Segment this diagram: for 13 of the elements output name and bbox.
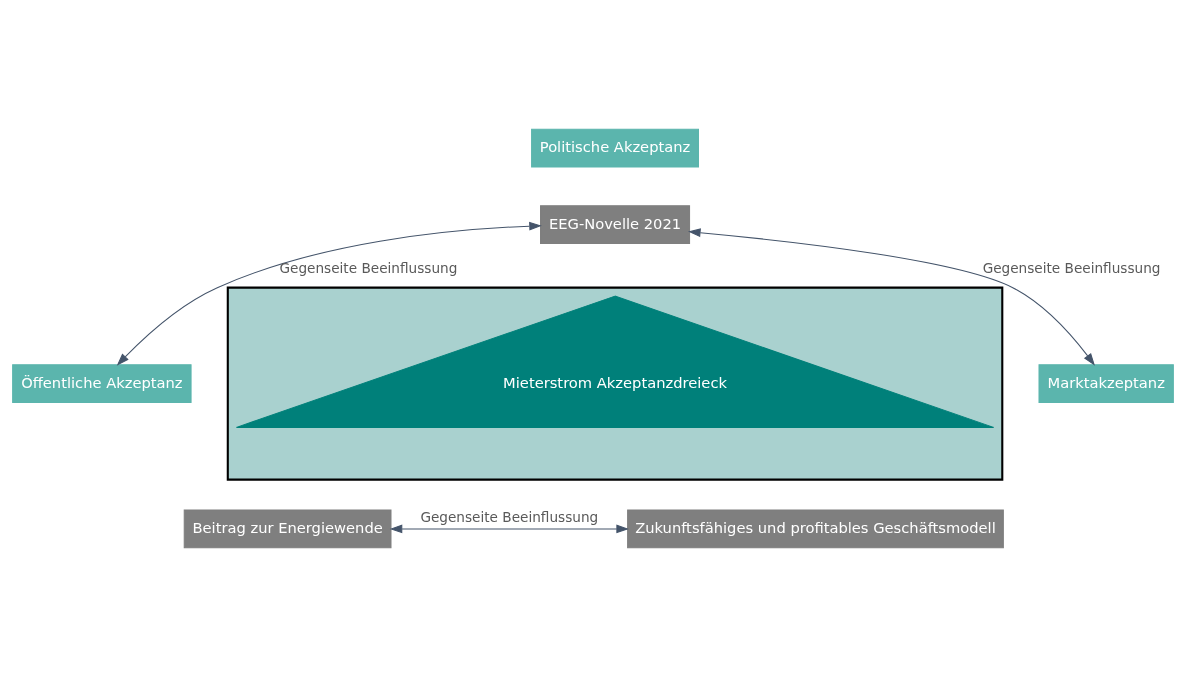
node-box: Politische Akzeptanz bbox=[531, 128, 699, 167]
arrow bbox=[116, 221, 542, 366]
node-box: EEG-Novelle 2021 bbox=[540, 204, 691, 244]
node-box: Beitrag zur Energiewende bbox=[183, 509, 392, 548]
node-box: Zukunftsfähiges und profitables Geschäftsmodell bbox=[627, 509, 1004, 548]
edge-label: Gegenseite Beeinflussung bbox=[982, 259, 1161, 276]
edge-label: Gegenseite Beeinflussung bbox=[279, 259, 458, 276]
node-box: Marktakzeptanz bbox=[1038, 363, 1174, 403]
arrow bbox=[688, 227, 1095, 366]
cluster bbox=[226, 286, 1004, 481]
edge-label: Gegenseite Beeinflussung bbox=[420, 508, 599, 525]
node-box: Öffentliche Akzeptanz bbox=[12, 363, 192, 403]
arrow bbox=[389, 524, 629, 533]
